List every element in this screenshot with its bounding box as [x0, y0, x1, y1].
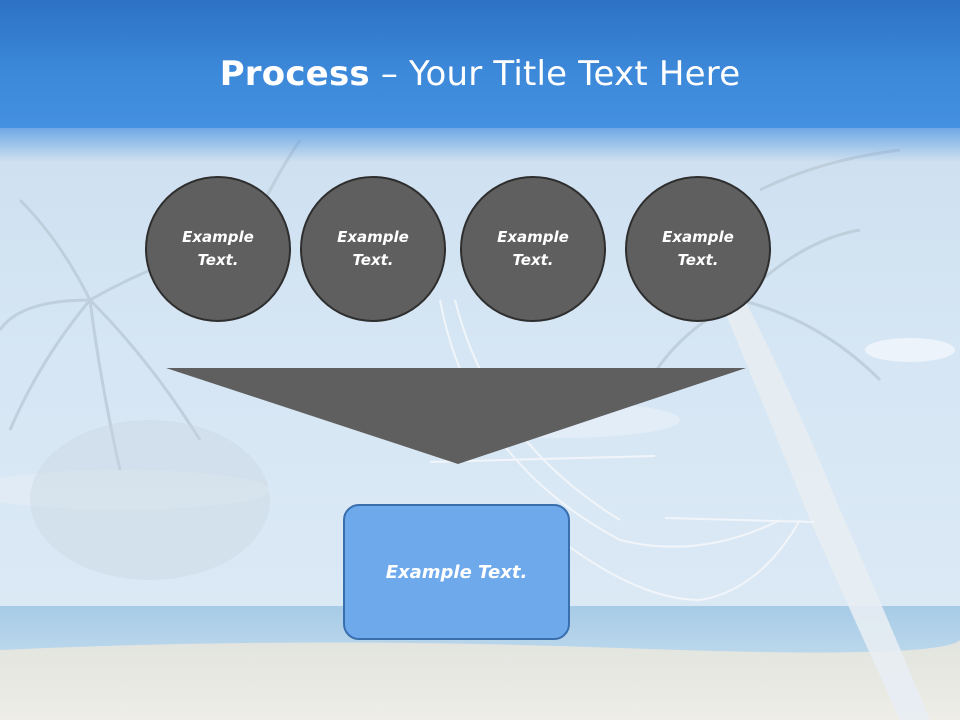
result-text-box[interactable]: Example Text. — [343, 504, 570, 640]
process-circle-label: Example Text. — [182, 228, 254, 269]
process-circle-4[interactable]: Example Text. — [625, 176, 771, 322]
process-circle-label: Example Text. — [337, 228, 409, 269]
result-text-label: Example Text. — [385, 561, 528, 583]
process-circle-3[interactable]: Example Text. — [460, 176, 606, 322]
slide-title[interactable]: Process – Your Title Text Here — [0, 52, 960, 96]
title-text: – Your Title Text Here — [369, 54, 741, 94]
process-circle-2[interactable]: Example Text. — [300, 176, 446, 322]
title-bold-text: Process — [219, 54, 370, 94]
process-circle-1[interactable]: Example Text. — [145, 176, 291, 322]
process-circle-label: Example Text. — [497, 228, 569, 269]
title-banner — [0, 0, 960, 128]
title-banner-fade — [0, 128, 960, 162]
process-circle-label: Example Text. — [662, 228, 734, 269]
